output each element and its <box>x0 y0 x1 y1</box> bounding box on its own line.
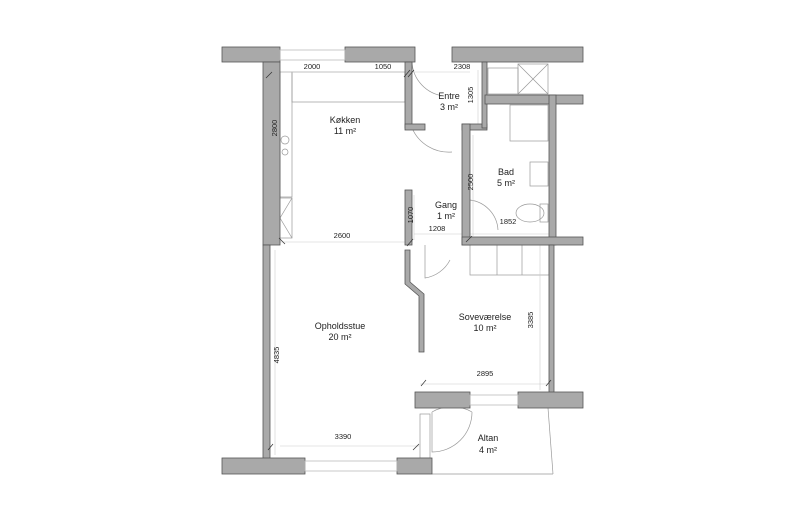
room-labels: Køkken 11 m² Entre 3 m² Bad 5 m² Gang 1 … <box>315 91 515 455</box>
fixtures <box>267 63 550 459</box>
dim-label: 2800 <box>270 120 279 137</box>
dim-label: 1070 <box>406 207 415 224</box>
doors <box>411 61 554 475</box>
dim-label: 1852 <box>500 217 517 226</box>
dimension-labels: 2000 1050 2308 1305 2800 2500 1070 1208 … <box>270 62 535 441</box>
room-name-bad: Bad <box>498 167 514 177</box>
dim-label: 2600 <box>334 231 351 240</box>
dim-label: 1208 <box>429 224 446 233</box>
room-area-kokken: 11 m² <box>334 126 356 136</box>
room-area-opholdsstue: 20 m² <box>328 332 351 342</box>
dim-label: 2500 <box>466 174 475 191</box>
dim-label: 1050 <box>375 62 392 71</box>
dim-label: 4835 <box>272 347 281 364</box>
dim-label: 1305 <box>466 87 475 104</box>
room-area-altan: 4 m² <box>479 445 497 455</box>
room-area-entre: 3 m² <box>440 102 458 112</box>
room-name-kokken: Køkken <box>330 115 361 125</box>
dim-label: 2000 <box>304 62 321 71</box>
room-area-sovevaerelse: 10 m² <box>473 323 496 333</box>
room-name-gang: Gang <box>435 200 457 210</box>
dim-label: 2895 <box>477 369 494 378</box>
dim-label: 3385 <box>526 312 535 329</box>
dimension-ticks <box>265 69 552 451</box>
room-name-entre: Entre <box>438 91 460 101</box>
walls <box>221 46 584 475</box>
room-name-altan: Altan <box>478 433 499 443</box>
dim-label: 2308 <box>454 62 471 71</box>
room-name-opholdsstue: Opholdsstue <box>315 321 366 331</box>
room-area-gang: 1 m² <box>437 211 455 221</box>
room-area-bad: 5 m² <box>497 178 515 188</box>
dim-label: 3390 <box>335 432 352 441</box>
room-name-sovevaerelse: Soveværelse <box>459 312 512 322</box>
